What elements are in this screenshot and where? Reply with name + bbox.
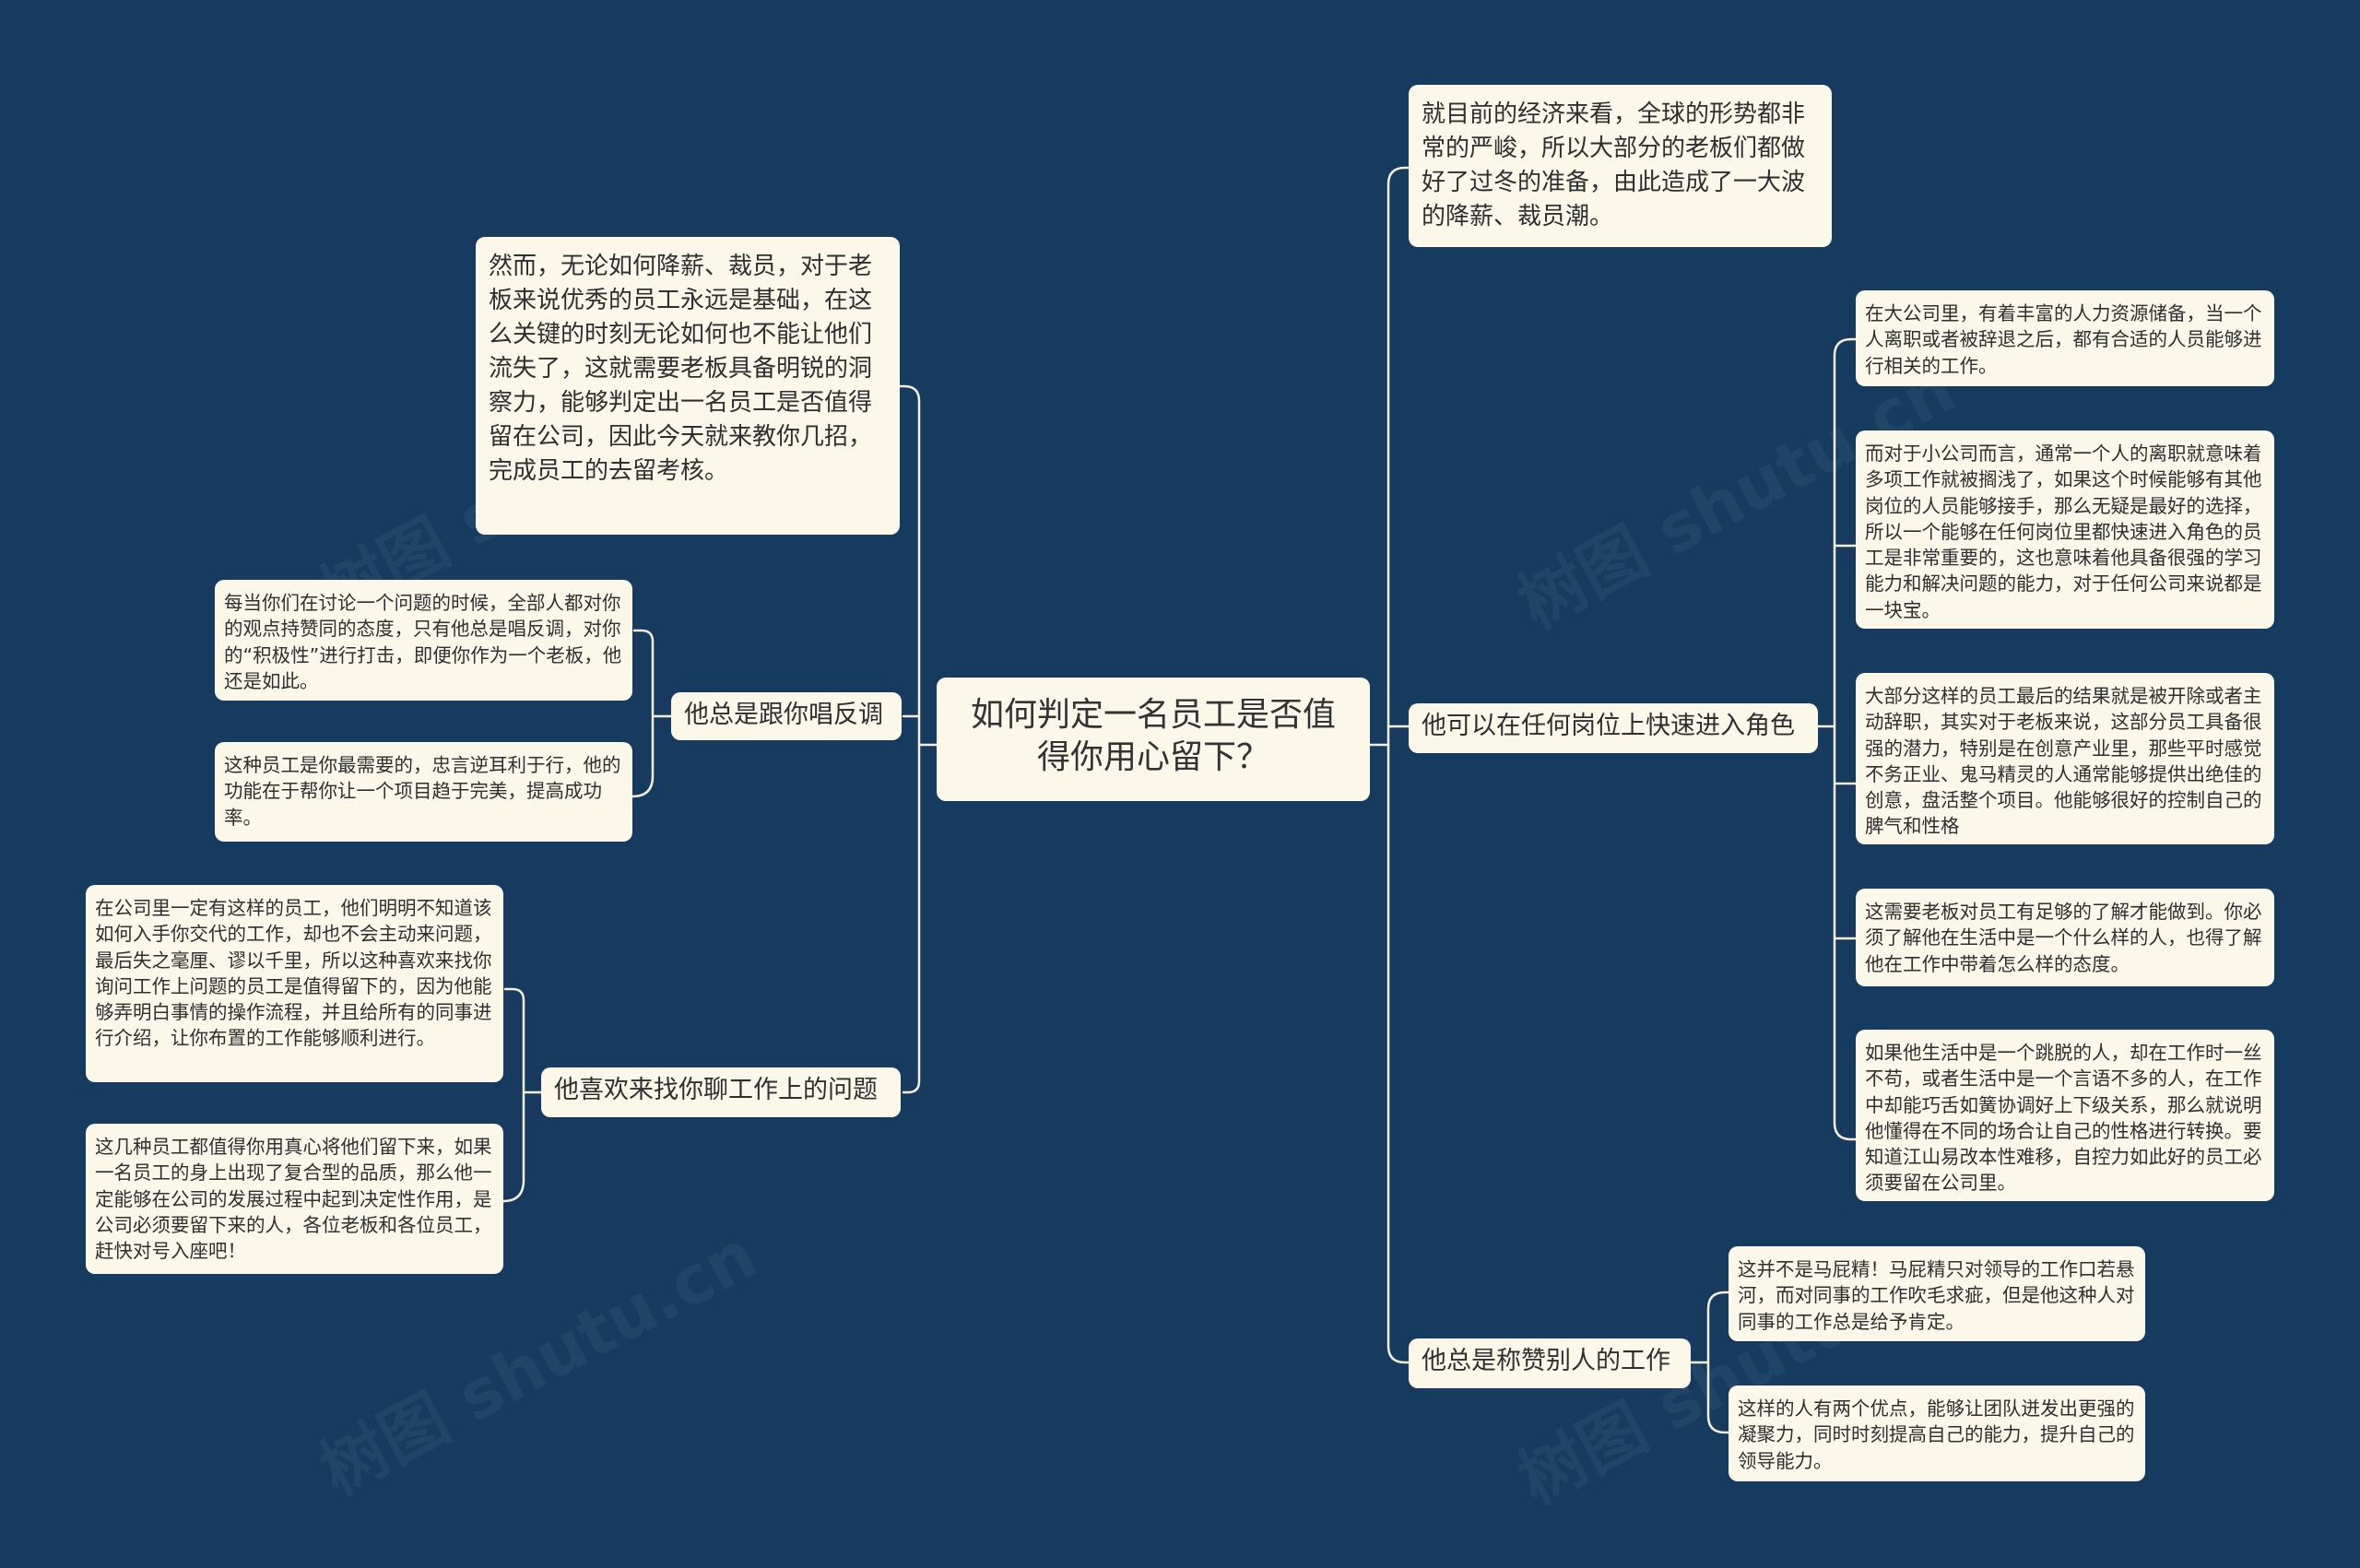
note-praise-2[interactable]: 这样的人有两个优点，能够让团队迸发出更强的凝聚力，同时时刻提高自己的能力，提升自… [1729, 1385, 2145, 1481]
note-adapt-1[interactable]: 在大公司里，有着丰富的人力资源储备，当一个人离职或者被辞退之后，都有合适的人员能… [1856, 290, 2274, 386]
branch-adapt[interactable]: 他可以在任何岗位上快速进入角色 [1409, 703, 1818, 753]
note-oppose-1[interactable]: 每当你们在讨论一个问题的时候，全部人都对你的观点持赞同的态度，只有他总是唱反调，… [215, 580, 632, 701]
connector-line [631, 629, 673, 798]
connector-line [502, 987, 543, 1203]
intro-note-right-text: 就目前的经济来看，全球的形势都非常的严峻，所以大部分的老板们都做好了过冬的准备，… [1422, 100, 1806, 230]
note-adapt-3[interactable]: 大部分这样的员工最后的结果就是被开除或者主动辞职，其实对于老板来说，这部分员工具… [1856, 673, 2274, 844]
note-chat-1[interactable]: 在公司里一定有这样的员工，他们明明不知道该如何入手你交代的工作，却也不会主动来问… [86, 885, 503, 1082]
note-praise-1[interactable]: 这并不是马屁精！马屁精只对领导的工作口若悬河，而对同事的工作吹毛求疵，但是他这种… [1729, 1246, 2145, 1341]
note-adapt-1-text: 在大公司里，有着丰富的人力资源储备，当一个人离职或者被辞退之后，都有合适的人员能… [1865, 302, 2262, 377]
note-praise-2-text: 这样的人有两个优点，能够让团队迸发出更强的凝聚力，同时时刻提高自己的能力，提升自… [1738, 1397, 2135, 1472]
note-chat-1-text: 在公司里一定有这样的员工，他们明明不知道该如何入手你交代的工作，却也不会主动来问… [95, 897, 492, 1050]
branch-chat[interactable]: 他喜欢来找你聊工作上的问题 [541, 1067, 901, 1117]
branch-praise[interactable]: 他总是称赞别人的工作 [1409, 1338, 1691, 1388]
connector-line [1816, 337, 1858, 1141]
branch-oppose-label: 他总是跟你唱反调 [684, 701, 883, 729]
root-topic[interactable]: 如何判定一名员工是否值得你用心留下？ [937, 678, 1370, 801]
connector-line [1689, 1291, 1730, 1434]
branch-oppose[interactable]: 他总是跟你唱反调 [671, 692, 902, 740]
note-adapt-2[interactable]: 而对于小公司而言，通常一个人的离职就意味着多项工作就被搁浅了，如果这个时候能够有… [1856, 430, 2274, 629]
connector-line [1368, 166, 1410, 1364]
intro-note-right[interactable]: 就目前的经济来看，全球的形势都非常的严峻，所以大部分的老板们都做好了过冬的准备，… [1409, 85, 1832, 247]
connector-line [898, 384, 938, 1094]
note-adapt-4-text: 这需要老板对员工有足够的了解才能做到。你必须了解他在生活中是一个什么样的人，也得… [1865, 901, 2262, 975]
note-adapt-3-text: 大部分这样的员工最后的结果就是被开除或者主动辞职，其实对于老板来说，这部分员工具… [1865, 685, 2262, 838]
branch-chat-label: 他喜欢来找你聊工作上的问题 [554, 1076, 878, 1104]
note-adapt-5-text: 如果他生活中是一个跳脱的人，却在工作时一丝不苟，或者生活中是一个言语不多的人，在… [1865, 1042, 2262, 1195]
note-praise-1-text: 这并不是马屁精！马屁精只对领导的工作口若悬河，而对同事的工作吹毛求疵，但是他这种… [1738, 1258, 2135, 1333]
note-oppose-2-text: 这种员工是你最需要的，忠言逆耳利于行，他的功能在于帮你让一个项目趋于完美，提高成… [224, 754, 621, 829]
intro-note-left-text: 然而，无论如何降薪、裁员，对于老板来说优秀的员工永远是基础，在这么关键的时刻无论… [489, 253, 873, 485]
intro-note-left[interactable]: 然而，无论如何降薪、裁员，对于老板来说优秀的员工永远是基础，在这么关键的时刻无论… [476, 237, 900, 535]
note-adapt-2-text: 而对于小公司而言，通常一个人的离职就意味着多项工作就被搁浅了，如果这个时候能够有… [1865, 442, 2262, 621]
note-adapt-4[interactable]: 这需要老板对员工有足够的了解才能做到。你必须了解他在生活中是一个什么样的人，也得… [1856, 889, 2274, 986]
note-chat-2[interactable]: 这几种员工都值得你用真心将他们留下来，如果一名员工的身上出现了复合型的品质，那么… [86, 1124, 503, 1274]
root-topic-text: 如何判定一名员工是否值得你用心留下？ [970, 696, 1336, 776]
note-oppose-2[interactable]: 这种员工是你最需要的，忠言逆耳利于行，他的功能在于帮你让一个项目趋于完美，提高成… [215, 742, 632, 842]
note-oppose-1-text: 每当你们在讨论一个问题的时候，全部人都对你的观点持赞同的态度，只有他总是唱反调，… [224, 592, 622, 692]
note-adapt-5[interactable]: 如果他生活中是一个跳脱的人，却在工作时一丝不苟，或者生活中是一个言语不多的人，在… [1856, 1030, 2274, 1201]
branch-adapt-label: 他可以在任何岗位上快速进入角色 [1422, 712, 1795, 740]
branch-praise-label: 他总是称赞别人的工作 [1422, 1347, 1670, 1375]
note-chat-2-text: 这几种员工都值得你用真心将他们留下来，如果一名员工的身上出现了复合型的品质，那么… [95, 1136, 492, 1263]
